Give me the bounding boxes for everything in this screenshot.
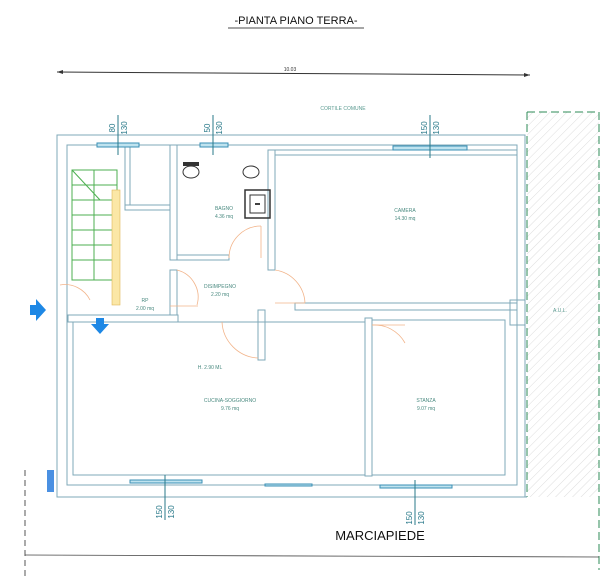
window-bottom-1	[129, 475, 203, 520]
entrance-arrow-icon	[30, 299, 46, 321]
room-area: 14.30 mq	[395, 216, 416, 222]
window-height: 130	[417, 511, 426, 525]
outer-walls	[56, 134, 527, 498]
room-name: DISIMPEGNO	[204, 284, 236, 290]
overall-dimension-line	[56, 70, 531, 77]
toilet-icon	[182, 162, 200, 179]
room-area: 4.36 mq	[215, 214, 233, 220]
street-label: MARCIAPIEDE	[335, 528, 425, 543]
staircase	[71, 169, 121, 306]
sidewalk-edge	[24, 554, 600, 558]
room-area: 9.07 mq	[417, 406, 435, 412]
room-area: 2.20 mq	[211, 292, 229, 298]
meter-box	[47, 470, 54, 492]
window-height: 130	[120, 121, 129, 135]
plan-title: -PIANTA PIANO TERRA-	[234, 15, 357, 27]
shower-icon	[244, 189, 271, 219]
window-width: 150	[405, 511, 414, 525]
height-note: H. 2.90 ML	[198, 365, 223, 371]
door-bottom	[264, 483, 313, 487]
window-height: 130	[432, 121, 441, 135]
window-top-3	[392, 115, 468, 158]
room-area: 2.00 mq	[136, 306, 154, 312]
overall-dimension-label: 10.03	[284, 67, 297, 73]
window-width: 150	[155, 505, 164, 519]
window-top-1	[96, 115, 140, 155]
window-top-2	[199, 115, 229, 155]
window-width: 150	[420, 121, 429, 135]
room-name: CUCINA-SOGGIORNO	[204, 398, 256, 404]
doors	[59, 225, 406, 359]
window-bottom-2	[379, 480, 453, 525]
room-name: STANZA	[416, 398, 436, 404]
room-name: CAMERA	[394, 208, 416, 214]
window-height: 130	[215, 121, 224, 135]
room-name: RP	[142, 298, 150, 304]
side-area	[526, 111, 600, 570]
room-area: 9.76 mq	[221, 406, 239, 412]
window-width: 80	[108, 123, 117, 132]
stair-down-arrow-icon	[91, 318, 109, 334]
window-height: 130	[167, 505, 176, 519]
room-name: BAGNO	[215, 206, 233, 212]
courtyard-label: CORTILE COMUNE	[320, 106, 366, 112]
side-area-label: A.U.L.	[553, 308, 567, 314]
bidet-icon	[242, 165, 260, 179]
window-width: 50	[203, 123, 212, 132]
